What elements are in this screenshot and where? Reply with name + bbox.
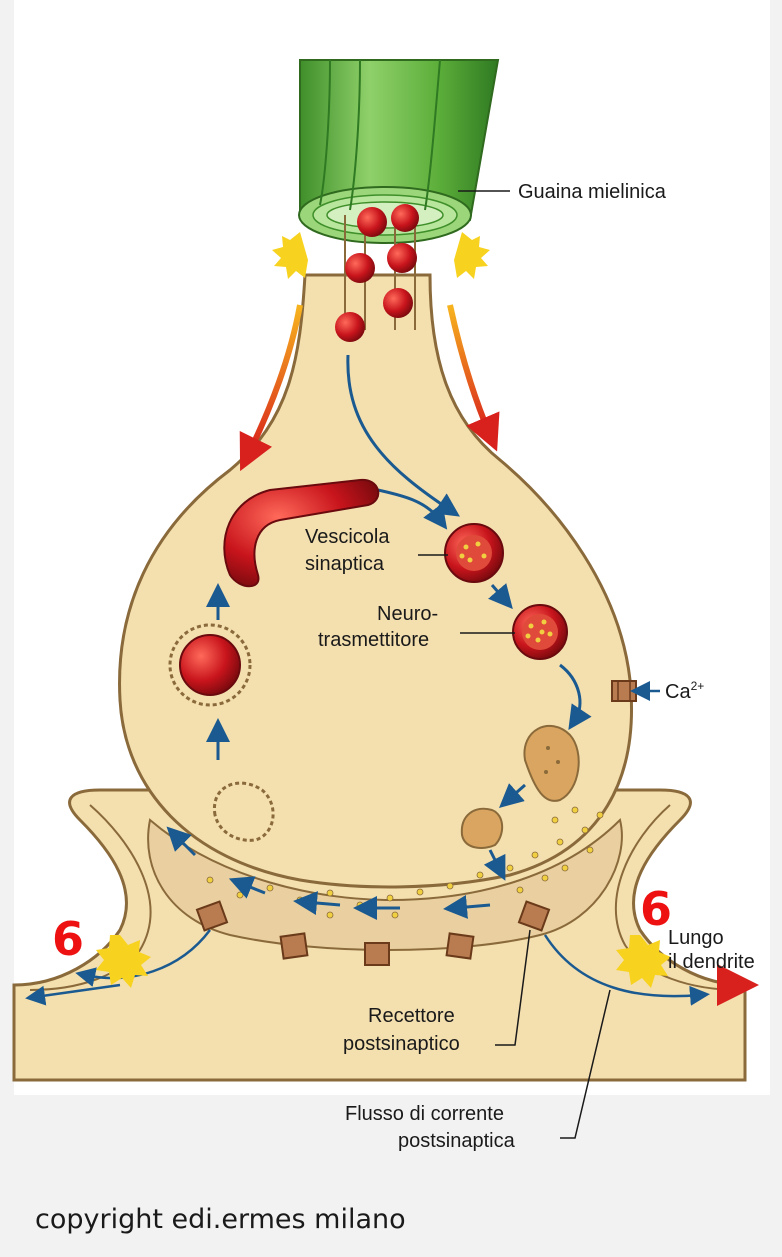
neurotransmitter-vesicle: [513, 605, 567, 659]
label-neurotransmitter-line1: Neuro-: [377, 603, 438, 625]
step-marker-right: 6: [640, 882, 672, 936]
label-current-line2: postsinaptica: [398, 1130, 516, 1152]
label-current-line1: Flusso di corrente: [345, 1103, 504, 1125]
copyright-text: copyright edi.ermes milano: [35, 1204, 406, 1235]
synaptic-vesicle: [445, 524, 503, 582]
step-marker-left: 6: [52, 912, 84, 966]
label-receptor-line2: postsinaptico: [343, 1033, 460, 1055]
label-along-dendrite-line2: il dendrite: [668, 951, 755, 973]
coated-vesicle: [170, 625, 250, 705]
label-vesicle-line1: Vescicola: [305, 526, 390, 548]
label-neurotransmitter-line2: trasmettitore: [318, 629, 429, 651]
label-receptor-line1: Recettore: [368, 1005, 455, 1027]
label-vesicle-line2: sinaptica: [305, 553, 385, 575]
fusing-vesicle-lower: [462, 809, 502, 848]
endocytosis-pit: [214, 783, 273, 840]
label-myelin-sheath: Guaina mielinica: [518, 181, 667, 203]
calcium-channel: [612, 681, 636, 701]
label-along-dendrite-line1: Lungo: [668, 927, 724, 949]
